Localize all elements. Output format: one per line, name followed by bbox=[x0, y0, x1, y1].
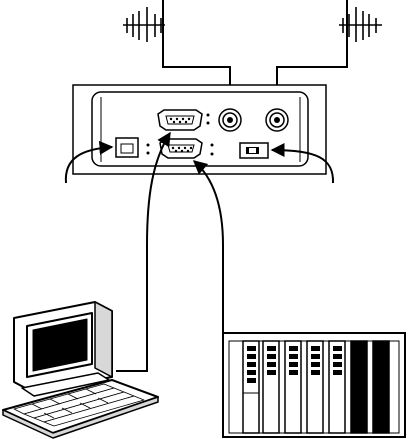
plc-module-3 bbox=[285, 341, 301, 433]
plc-module-4 bbox=[307, 341, 323, 433]
plc-module-7 bbox=[373, 341, 389, 433]
radio-modem bbox=[73, 85, 326, 174]
antenna-left bbox=[123, 7, 165, 42]
plc-serial-cable bbox=[194, 161, 223, 341]
plc-module-5 bbox=[329, 341, 345, 433]
plc-rack bbox=[223, 333, 405, 437]
antenna-right bbox=[339, 7, 382, 42]
plc-module-2 bbox=[263, 341, 279, 433]
antenna-connector-left bbox=[219, 109, 241, 131]
antenna-connector-right bbox=[266, 109, 288, 131]
power-connector bbox=[240, 143, 268, 158]
plc-module-1 bbox=[243, 341, 259, 433]
plc-module-6 bbox=[351, 341, 367, 433]
